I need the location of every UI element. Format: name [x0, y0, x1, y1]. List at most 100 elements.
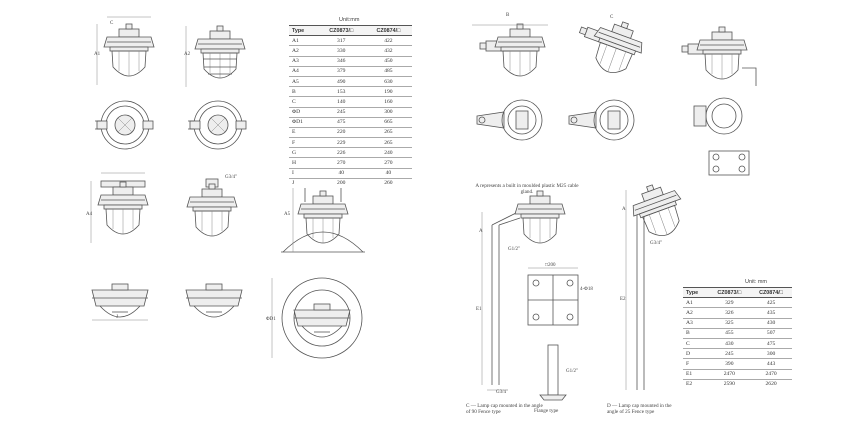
table-cell: A1 [289, 35, 318, 46]
lamp-view-top-1 [94, 100, 154, 150]
table-cell: G [289, 147, 318, 158]
label-r-b: B [506, 13, 510, 18]
lamp-view-ceiling [90, 172, 149, 243]
left-col-type: Type [289, 24, 318, 37]
table-cell: 40 [364, 167, 412, 179]
table-cell: ΦD [289, 106, 318, 118]
table-cell: E1 [683, 368, 709, 380]
flange-post [539, 344, 567, 401]
table-cell: H [289, 157, 318, 169]
table-cell: 425 [750, 297, 792, 308]
table-cell: F [289, 137, 318, 148]
lamp-view-top-2 [187, 100, 247, 150]
table-cell: 490 [317, 75, 365, 87]
pole-mount-90 [481, 190, 566, 391]
table-cell: 475 [317, 116, 365, 128]
table-cell: 430 [708, 337, 751, 349]
label-a-right: A [622, 207, 626, 212]
label-a-left: A [479, 229, 483, 234]
lamp-side-mount-3 [682, 27, 757, 86]
table-cell: F [683, 358, 709, 369]
table-cell: 200 [317, 177, 365, 188]
table-cell: 475 [750, 337, 792, 349]
table-cell: 665 [364, 116, 412, 128]
left-col-cz0873: CZ0873/□ [317, 24, 365, 37]
lamp-view-flat-1 [91, 283, 149, 321]
table-cell: 329 [708, 297, 751, 308]
table-cell: 300 [750, 348, 792, 359]
table-cell: 630 [364, 75, 412, 87]
label-g34b: G3/4" [650, 241, 662, 246]
table-cell: 326 [708, 307, 751, 319]
table-cell: A1 [683, 297, 709, 308]
table-cell: A5 [289, 75, 318, 87]
table-cell: 422 [364, 35, 412, 46]
label-r-c: C [610, 15, 614, 20]
table-cell: 260 [364, 177, 412, 188]
lamp-view-front-1 [96, 16, 155, 85]
table-cell: B [683, 327, 709, 339]
table-cell: 317 [317, 35, 365, 46]
label-j: J [116, 315, 118, 320]
table-cell: 485 [364, 65, 412, 77]
table-cell: B [289, 86, 318, 97]
mount-note: A represents a built in moulded plastic … [475, 183, 579, 195]
lamp-view-front-guard [185, 26, 245, 87]
label-sq200: □200 [545, 263, 556, 268]
label-c: C [110, 21, 114, 26]
table-cell: E2 [683, 378, 709, 389]
lamp-side-mount-1 [472, 24, 548, 76]
flange-plate [527, 267, 579, 326]
label-g34-top: G3/4" [225, 175, 237, 180]
table-cell: A4 [289, 65, 318, 77]
left-table-unit: Unit:mm [339, 17, 360, 23]
table-cell: A2 [683, 307, 709, 319]
table-cell: A2 [289, 45, 318, 57]
label-a2: A2 [184, 52, 191, 57]
table-cell: J [289, 177, 318, 188]
table-cell: 140 [317, 96, 365, 107]
lamp-view-flat-2 [185, 283, 243, 318]
table-cell: 265 [364, 126, 412, 138]
left-col-cz0874: CZ0874/□ [364, 24, 412, 37]
table-cell: 270 [364, 157, 412, 169]
caption-fence-25: D — Lamp cap mounted in the angle of 25 … [607, 403, 672, 415]
right-table-unit: Unit: mm [745, 279, 767, 285]
label-a1: A1 [94, 52, 101, 57]
table-cell: 220 [317, 126, 365, 138]
lamp-side-top-3 [693, 97, 743, 135]
label-phi18: 4-Φ18 [580, 287, 593, 292]
table-cell: 379 [317, 65, 365, 77]
table-cell: 507 [750, 327, 792, 339]
table-cell: 450 [364, 55, 412, 67]
table-cell: C [289, 96, 318, 107]
table-cell: 265 [364, 137, 412, 148]
table-cell: A3 [683, 317, 709, 329]
table-cell: 153 [317, 86, 365, 97]
table-cell: 245 [317, 106, 365, 118]
caption-flange: Flange type [534, 408, 559, 414]
table-cell: 226 [317, 147, 365, 158]
table-cell: 390 [708, 358, 751, 369]
table-cell: I [289, 167, 318, 179]
table-cell: D [683, 348, 709, 359]
label-e2: E2 [620, 297, 626, 302]
